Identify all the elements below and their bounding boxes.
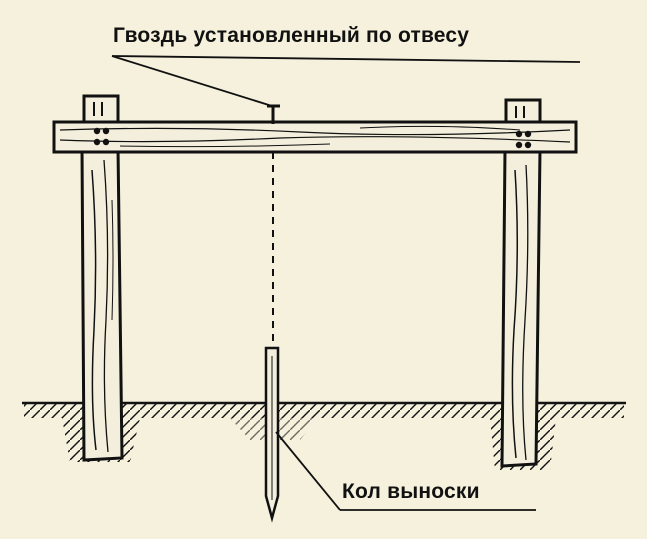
bolt-icon	[524, 141, 532, 149]
nail-label: Гвоздь установленный по отвесу	[113, 24, 470, 47]
stake-leader	[275, 431, 341, 511]
left-post	[80, 94, 124, 462]
bolt-icon	[524, 130, 532, 138]
bolt-icon	[93, 138, 101, 146]
marker-stake	[264, 346, 280, 523]
horizontal-board	[52, 120, 578, 154]
stake-label: Кол выноски	[342, 480, 480, 503]
nail-label-underline	[111, 55, 581, 63]
bolt-icon	[515, 130, 523, 138]
bolt-icon	[515, 141, 523, 149]
leader-lines	[111, 55, 581, 511]
bolt-icon	[102, 138, 110, 146]
bolt-icon	[93, 127, 101, 135]
nail-leader	[111, 55, 273, 107]
right-post	[500, 98, 542, 468]
bolt-icon	[102, 127, 110, 135]
